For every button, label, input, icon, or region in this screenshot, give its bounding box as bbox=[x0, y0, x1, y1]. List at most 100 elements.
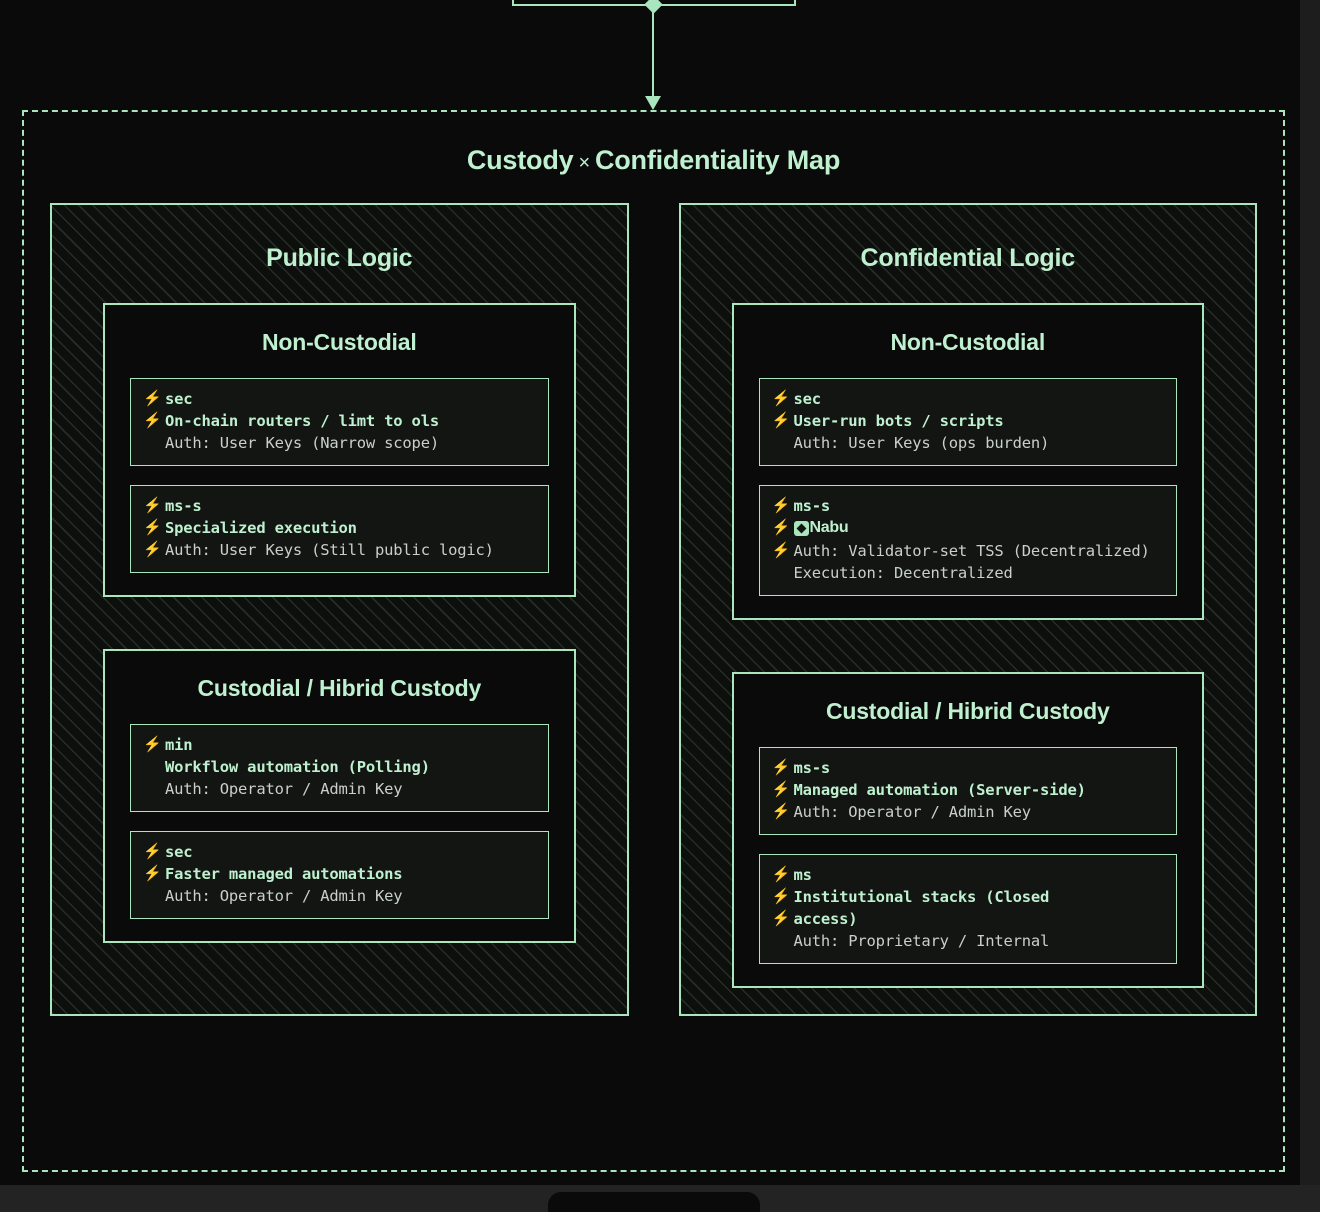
card-line-text: access) bbox=[793, 909, 858, 928]
card-line: ⚡Auth: Validator-set TSS (Decentralized) bbox=[772, 540, 1165, 562]
connector-arrow-icon bbox=[645, 96, 661, 110]
scenario-card[interactable]: ⚡ms-s⚡Specialized execution⚡Auth: User K… bbox=[130, 485, 549, 573]
parent-connector bbox=[0, 0, 1320, 112]
window-right-gutter bbox=[1300, 0, 1320, 1185]
card-line-text: Auth: User Keys (Narrow scope) bbox=[165, 434, 439, 452]
bolt-icon: ⚡ bbox=[771, 412, 791, 429]
card-line-text: Specialized execution bbox=[165, 519, 357, 537]
card-line: ⚡ms bbox=[772, 864, 1165, 886]
card-line-text: On-chain routers / limt to ols bbox=[165, 412, 439, 430]
bolt-icon: ⚡ bbox=[771, 887, 791, 905]
card-line: ⚡Execution: Decentralized bbox=[772, 562, 1165, 584]
column-title: Public Logic bbox=[266, 244, 413, 272]
card-line: ⚡sec bbox=[143, 388, 536, 410]
card-line-text: Auth: Operator / Admin Key bbox=[793, 802, 1032, 821]
scenario-card[interactable]: ⚡sec⚡User-run bots / scripts⚡Auth: User … bbox=[758, 378, 1177, 466]
bolt-icon: ⚡ bbox=[771, 865, 791, 883]
card-line: ⚡access) bbox=[772, 908, 1165, 930]
card-line: ⚡Auth: Proprietary / Internal bbox=[772, 930, 1165, 952]
bolt-icon: ⚡ bbox=[143, 541, 162, 558]
bolt-icon: ⚡ bbox=[771, 758, 791, 776]
scenario-card[interactable]: ⚡ms-s⚡Managed automation (Server-side)⚡A… bbox=[758, 746, 1177, 835]
card-line-text: Faster managed automations bbox=[165, 865, 403, 883]
card-line-text: Auth: User Keys (Still public logic) bbox=[165, 541, 494, 559]
nabu-brand: Nabu bbox=[793, 517, 849, 540]
page-title-prefix: Custody bbox=[466, 145, 574, 175]
custody-confidentiality-map: Custody×Confidentiality Map Public Logic… bbox=[22, 110, 1285, 1172]
nabu-logo-icon bbox=[793, 520, 809, 536]
card-line: ⚡Managed automation (Server-side) bbox=[772, 779, 1165, 801]
custody-group: Non-Custodial⚡sec⚡User-run bots / script… bbox=[731, 303, 1204, 620]
card-line-text: Auth: Operator / Admin Key bbox=[165, 780, 403, 798]
card-line-text: ms bbox=[793, 865, 812, 884]
card-line-text: Auth: User Keys (ops burden) bbox=[793, 434, 1050, 452]
scenario-card[interactable]: ⚡ms-s⚡Nabu⚡Auth: Validator-set TSS (Dece… bbox=[758, 485, 1177, 596]
card-line: ⚡User-run bots / scripts bbox=[772, 410, 1165, 432]
group-title: Custodial / Hibrid Custody bbox=[825, 697, 1110, 724]
card-line: ⚡On-chain routers / limt to ols bbox=[143, 410, 536, 432]
bolt-icon: ⚡ bbox=[143, 736, 162, 753]
card-line-text: Auth: Proprietary / Internal bbox=[793, 931, 1050, 950]
group-title: Custodial / Hibrid Custody bbox=[197, 675, 482, 701]
card-line: ⚡Institutional stacks (Closed bbox=[772, 886, 1165, 908]
card-line: ⚡Auth: Operator / Admin Key bbox=[143, 778, 536, 800]
card-line-text: Execution: Decentralized bbox=[793, 563, 1013, 582]
card-line: ⚡sec bbox=[143, 841, 536, 863]
card-line: ⚡ms-s bbox=[143, 495, 536, 517]
card-line-text: Auth: Operator / Admin Key bbox=[165, 887, 403, 905]
card-line: ⚡Auth: Operator / Admin Key bbox=[772, 801, 1165, 823]
bolt-icon: ⚡ bbox=[771, 909, 791, 927]
card-line-text: Auth: Validator-set TSS (Decentralized) bbox=[793, 541, 1150, 560]
page-title-separator: × bbox=[578, 152, 590, 174]
page-title-suffix: Confidentiality Map bbox=[594, 145, 841, 175]
footer-pill bbox=[548, 1192, 760, 1212]
card-line: ⚡Auth: User Keys (Narrow scope) bbox=[143, 432, 536, 454]
card-line: ⚡min bbox=[143, 734, 536, 756]
card-line-text: sec bbox=[165, 843, 193, 861]
card-line-text: sec bbox=[165, 390, 193, 408]
card-line: ⚡sec bbox=[772, 388, 1165, 410]
card-line-text: Managed automation (Server-side) bbox=[793, 780, 1086, 799]
card-line: ⚡Specialized execution bbox=[143, 517, 536, 539]
card-line-text: User-run bots / scripts bbox=[793, 412, 1004, 430]
scenario-card[interactable]: ⚡sec⚡On-chain routers / limt to ols⚡Auth… bbox=[130, 378, 549, 466]
bolt-icon: ⚡ bbox=[143, 412, 162, 429]
bolt-icon: ⚡ bbox=[771, 519, 791, 536]
card-line: ⚡Auth: User Keys (Still public logic) bbox=[143, 539, 536, 561]
card-line-text: min bbox=[165, 736, 193, 754]
scenario-card[interactable]: ⚡sec⚡Faster managed automations⚡Auth: Op… bbox=[130, 831, 549, 919]
bolt-icon: ⚡ bbox=[143, 843, 162, 860]
card-line: ⚡ms-s bbox=[772, 495, 1165, 517]
card-line: ⚡Faster managed automations bbox=[143, 863, 536, 885]
bolt-icon: ⚡ bbox=[143, 497, 162, 514]
bolt-icon: ⚡ bbox=[143, 519, 162, 536]
bolt-icon: ⚡ bbox=[771, 541, 791, 559]
group-title: Non-Custodial bbox=[890, 329, 1046, 355]
bolt-icon: ⚡ bbox=[143, 865, 162, 882]
bolt-icon: ⚡ bbox=[771, 802, 791, 820]
card-line: ⚡Nabu bbox=[772, 517, 1165, 540]
card-line-text: ms-s bbox=[793, 758, 831, 777]
scenario-card[interactable]: ⚡min⚡Workflow automation (Polling)⚡Auth:… bbox=[130, 724, 549, 812]
scenario-card[interactable]: ⚡ms⚡Institutional stacks (Closed⚡access)… bbox=[758, 853, 1177, 964]
card-line: ⚡Workflow automation (Polling) bbox=[143, 756, 536, 778]
connector-line bbox=[652, 4, 654, 100]
custody-group: Custodial / Hibrid Custody⚡ms-s⚡Managed … bbox=[731, 671, 1204, 988]
page-title: Custody×Confidentiality Map bbox=[24, 145, 1283, 176]
custody-group: Custodial / Hibrid Custody⚡min⚡Workflow … bbox=[103, 649, 576, 943]
card-line-text: Workflow automation (Polling) bbox=[165, 758, 430, 776]
card-line: ⚡ms-s bbox=[772, 757, 1165, 779]
bolt-icon: ⚡ bbox=[771, 497, 791, 514]
bolt-icon: ⚡ bbox=[771, 780, 791, 798]
card-line-text: Institutional stacks (Closed bbox=[793, 887, 1050, 906]
bolt-icon: ⚡ bbox=[143, 390, 162, 407]
card-line: ⚡Auth: Operator / Admin Key bbox=[143, 885, 536, 907]
window-footer-bar bbox=[0, 1185, 1320, 1212]
bolt-icon: ⚡ bbox=[771, 390, 791, 407]
group-title: Non-Custodial bbox=[261, 329, 417, 355]
card-line-text: ms-s bbox=[165, 497, 202, 515]
card-line-text: ms-s bbox=[793, 497, 831, 515]
card-line-text: sec bbox=[793, 390, 822, 408]
